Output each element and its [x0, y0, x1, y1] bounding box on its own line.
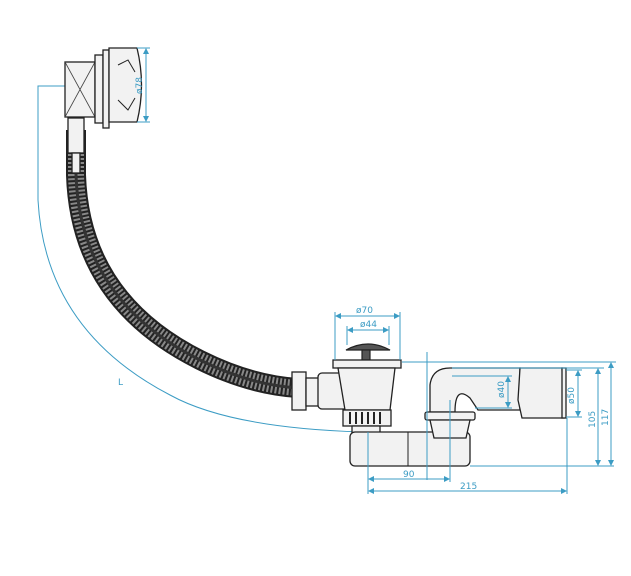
- drain-valve: [332, 343, 471, 467]
- outlet-inner-diameter-dimension: ø40: [452, 375, 512, 409]
- height-dimensions: 105 117: [402, 361, 616, 467]
- plug-diameter-dimension: ø44: [346, 320, 390, 345]
- outlet-outer-diameter-dimension: ø50: [566, 369, 582, 418]
- dim-label-outlet-offset: 90: [403, 470, 415, 480]
- dim-label-outlet-height: 105: [588, 411, 598, 428]
- dim-label-outlet-inner-diameter: ø40: [497, 381, 507, 398]
- flange-diameter-dimension: ø70: [334, 306, 401, 360]
- length-dimensions: 90 215: [367, 352, 568, 494]
- cable-length-dimension: L: [37, 83, 363, 435]
- dim-label-total-length: 215: [460, 482, 477, 492]
- outlet-elbow: [424, 367, 567, 439]
- dim-label-L: L: [118, 378, 123, 388]
- dim-label-flange-diameter: ø70: [356, 306, 373, 316]
- dim-label-plug-diameter: ø44: [360, 320, 377, 330]
- dim-label-outlet-outer-diameter: ø50: [567, 387, 577, 404]
- dim-label-overflow-diameter: ø78: [135, 77, 145, 94]
- flexible-hose: [66, 130, 299, 398]
- overflow-head: [64, 47, 143, 174]
- dim-label-total-height: 117: [601, 409, 611, 426]
- overflow-diameter-dimension: ø78: [135, 47, 150, 123]
